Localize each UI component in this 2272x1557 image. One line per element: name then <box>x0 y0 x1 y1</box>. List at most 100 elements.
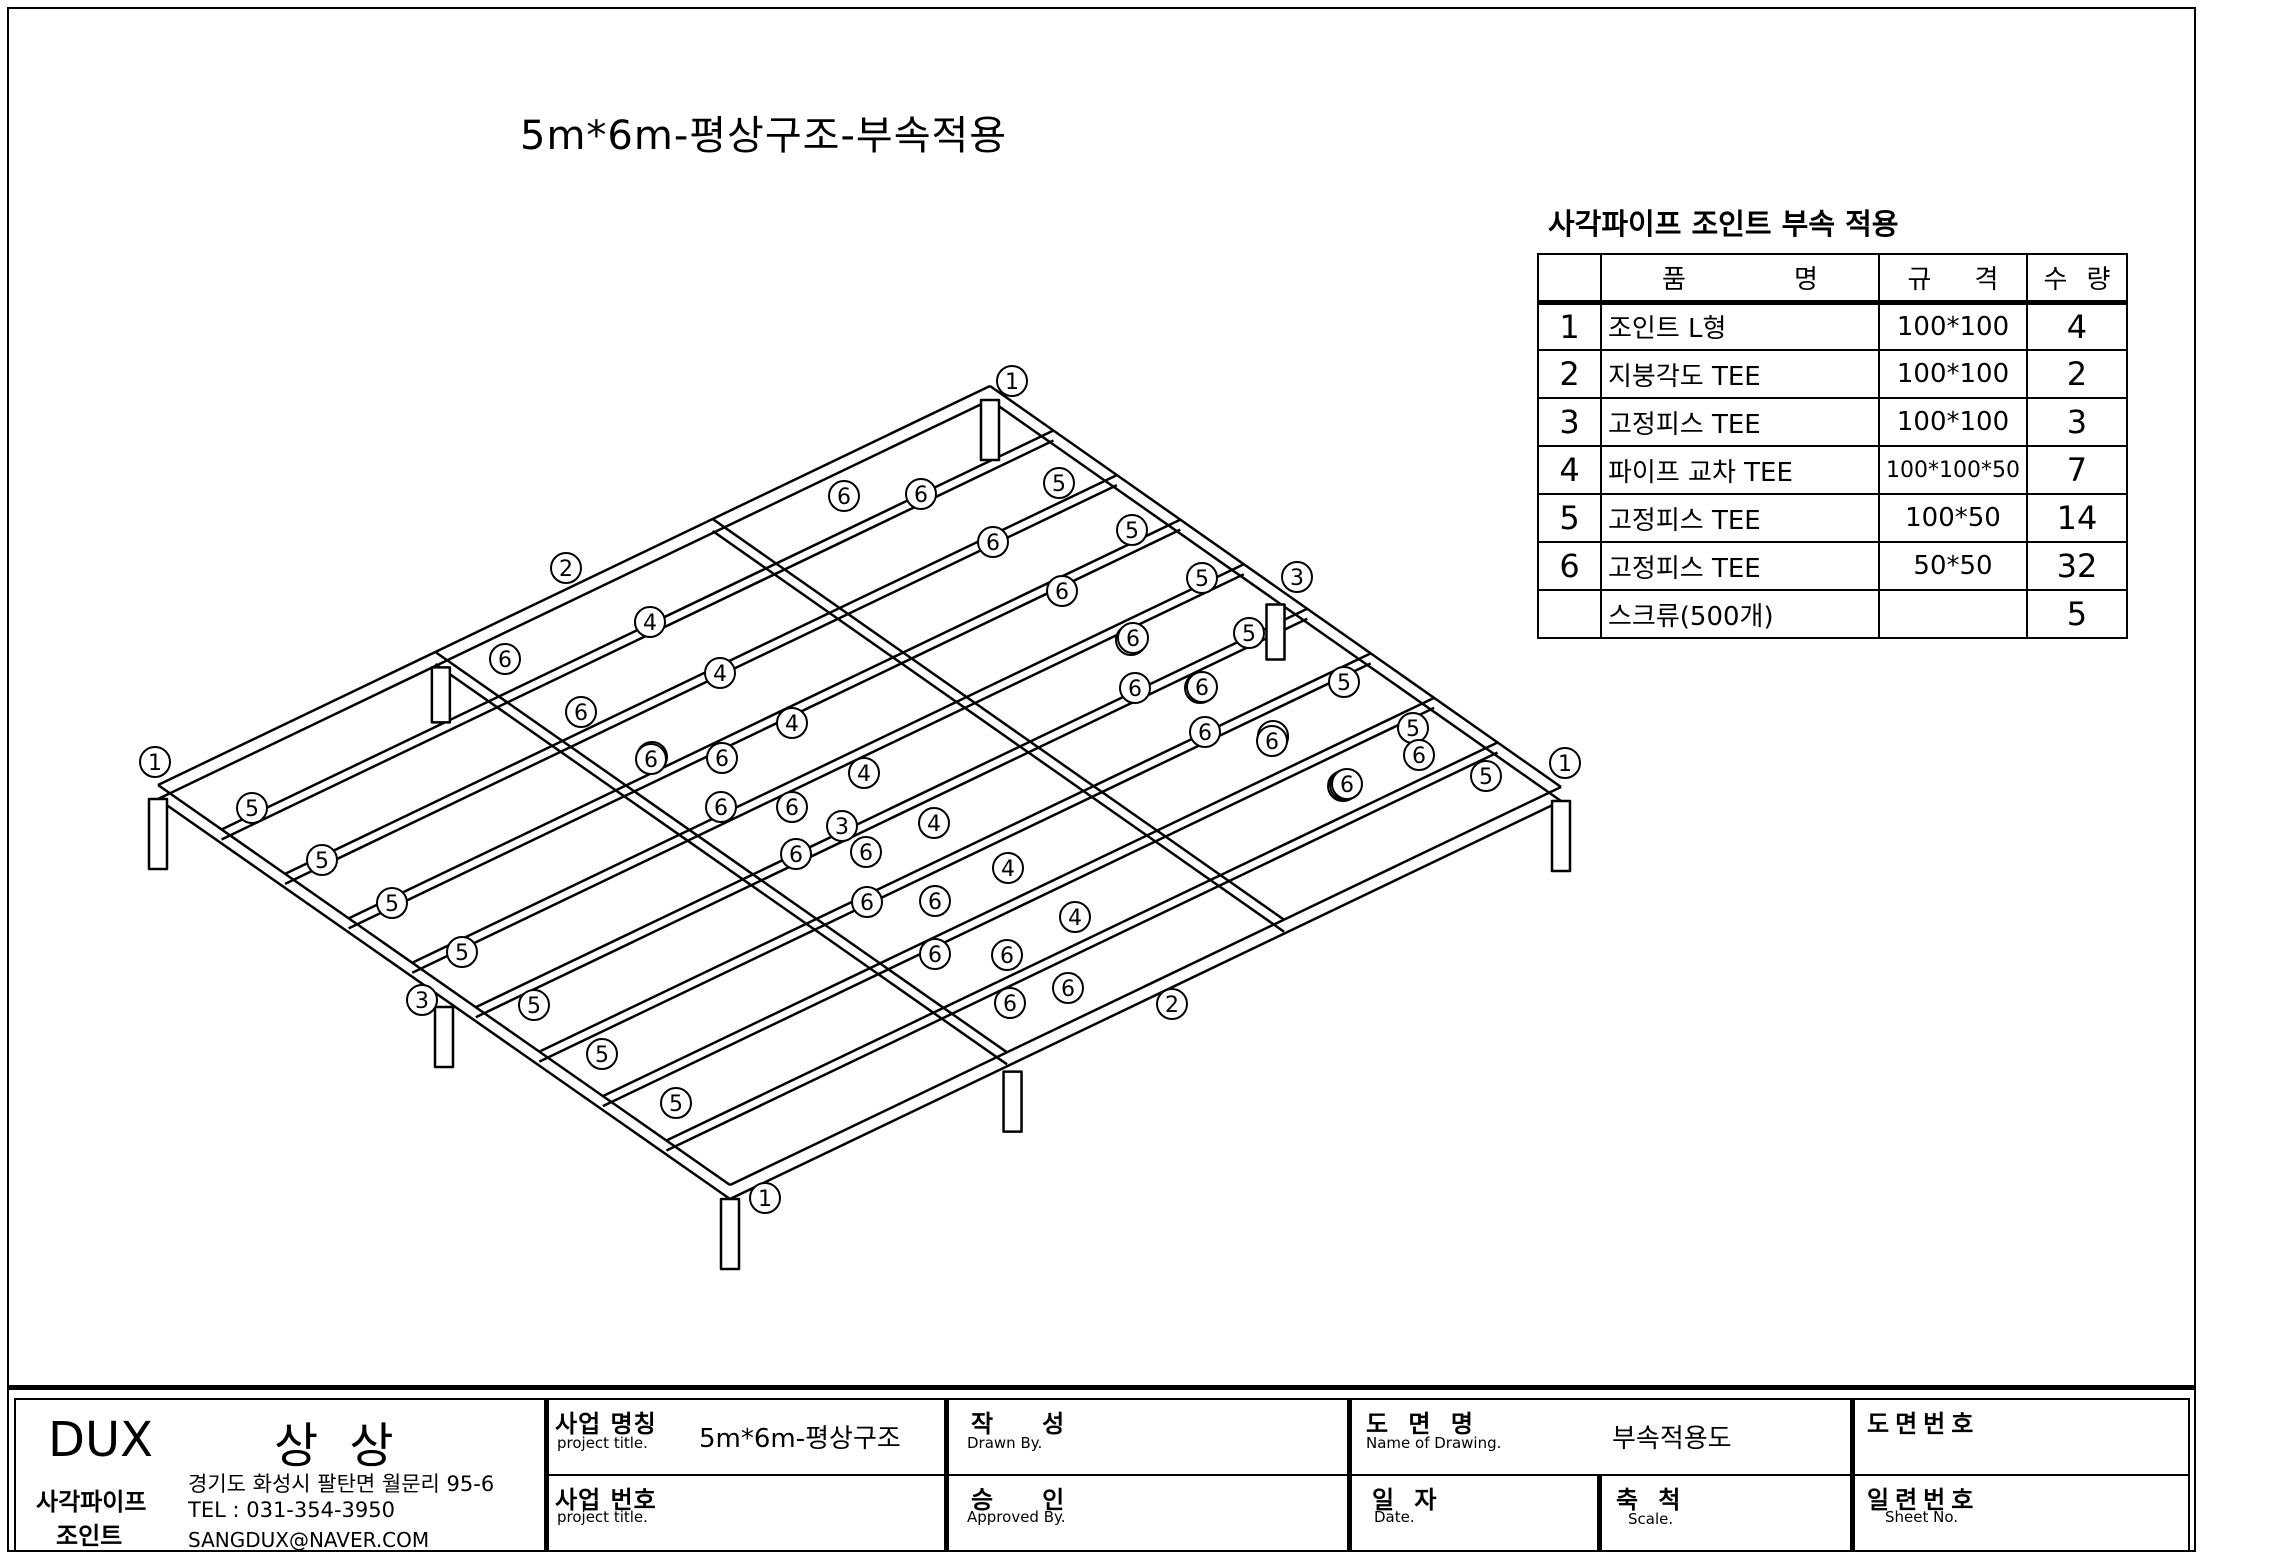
leg-back-right-mid <box>1265 603 1286 661</box>
svg-text:1: 1 <box>1558 752 1572 777</box>
rim-beam-front-right <box>729 785 1562 1187</box>
joist-7-lower <box>602 706 1435 1108</box>
svg-text:6: 6 <box>1000 944 1014 969</box>
joist-5 <box>475 607 1308 1009</box>
svg-text:5: 5 <box>1052 472 1066 497</box>
callout-6: 6 <box>1046 575 1078 607</box>
part-no: 6 <box>1537 541 1602 591</box>
cross-beam-2-lower <box>711 529 1285 933</box>
product-line-2: 조인트 <box>56 1522 123 1550</box>
part-name: 고정피스 TEE <box>1600 541 1880 591</box>
svg-text:5: 5 <box>1242 622 1256 647</box>
svg-text:2: 2 <box>1165 993 1179 1018</box>
svg-text:3: 3 <box>415 989 429 1014</box>
cross-beam-1 <box>434 650 1008 1054</box>
callout-6: 6 <box>489 643 521 675</box>
svg-text:5: 5 <box>1479 765 1493 790</box>
part-spec: 100*100*50 <box>1878 445 2028 495</box>
rim-beam-front-right-lower <box>729 799 1562 1201</box>
callout-6: 6 <box>991 939 1023 971</box>
svg-text:5: 5 <box>315 849 329 874</box>
svg-text:6: 6 <box>928 890 942 915</box>
callout-6: 6 <box>706 742 738 774</box>
callout-1: 1 <box>996 365 1028 397</box>
svg-text:5: 5 <box>1195 567 1209 592</box>
callout-3: 3 <box>1281 561 1313 593</box>
drawing-name-cell: 도 면 명 Name of Drawing. 부속적용도 <box>1347 1398 1852 1476</box>
svg-text:6: 6 <box>574 701 588 726</box>
callout-6: 6 <box>1331 768 1363 800</box>
svg-text:6: 6 <box>860 891 874 916</box>
part-no: 4 <box>1537 445 1602 495</box>
callout-4: 4 <box>776 707 808 739</box>
joist-8 <box>665 741 1499 1142</box>
cross-beam-1-lower <box>434 662 1008 1066</box>
callout-3: 3 <box>826 810 858 842</box>
rim-beam-back-right-lower <box>989 398 1562 803</box>
part-qty: 2 <box>2025 349 2128 399</box>
svg-text:6: 6 <box>1340 773 1354 798</box>
company-name: DUX <box>48 1412 153 1468</box>
svg-text:6: 6 <box>789 843 803 868</box>
rim-beam-front-left-lower <box>157 797 731 1201</box>
part-spec: 100*100 <box>1878 349 2028 399</box>
part-qty: 5 <box>2025 589 2128 639</box>
leg-right <box>1550 799 1572 873</box>
part-qty: 3 <box>2025 397 2128 447</box>
callout-4: 4 <box>704 657 736 689</box>
drawing-name-value: 부속적용도 <box>1612 1424 1732 1454</box>
svg-text:6: 6 <box>1195 676 1209 701</box>
callout-5: 5 <box>306 844 338 876</box>
callout-6: 6 <box>1403 739 1435 771</box>
callout-1: 1 <box>1549 747 1581 779</box>
project-name-value: 5m*6m-평상구조 <box>699 1424 901 1454</box>
drawn-by-cell: 작 성 Drawn By. <box>944 1398 1349 1476</box>
part-spec: 50*50 <box>1878 541 2028 591</box>
callout-5: 5 <box>1328 666 1360 698</box>
drawing-title: 5m*6m-평상구조-부속적용 <box>520 113 1008 159</box>
scale-cell: 축 척 Scale. <box>1597 1474 1852 1552</box>
svg-text:6: 6 <box>644 748 658 773</box>
part-name: 스크류(500개) <box>1600 589 1880 639</box>
svg-text:1: 1 <box>148 751 162 776</box>
svg-text:5: 5 <box>527 994 541 1019</box>
callout-2: 2 <box>1156 988 1188 1020</box>
joist-5-lower <box>475 617 1308 1019</box>
part-spec: 100*100 <box>1878 397 2028 447</box>
svg-text:6: 6 <box>837 485 851 510</box>
rim-beam-back-right <box>989 384 1562 789</box>
callout-4: 4 <box>848 757 880 789</box>
callout-6: 6 <box>977 526 1009 558</box>
company-tel: TEL : 031-354-3950 <box>188 1498 395 1522</box>
svg-text:5: 5 <box>1337 671 1351 696</box>
project-name-cell: 사업 명칭 project title. 5m*6m-평상구조 <box>544 1398 946 1476</box>
product-line-1: 사각파이프 <box>36 1488 147 1516</box>
part-name: 파이프 교차 TEE <box>1600 445 1880 495</box>
parts-table-title: 사각파이프 조인트 부속 적용 <box>1548 207 1899 241</box>
callout-6: 6 <box>905 478 937 510</box>
leg-front-left-mid <box>433 1005 455 1069</box>
svg-text:6: 6 <box>1055 580 1069 605</box>
callout-1: 1 <box>139 746 171 778</box>
svg-text:6: 6 <box>1198 721 1212 746</box>
svg-text:6: 6 <box>1061 977 1075 1002</box>
callout-3: 3 <box>406 984 438 1016</box>
part-qty: 7 <box>2025 445 2128 495</box>
leg-back <box>979 398 1001 462</box>
svg-text:5: 5 <box>245 797 259 822</box>
callout-4: 4 <box>634 606 666 638</box>
callout-2: 2 <box>550 552 582 584</box>
part-qty: 14 <box>2025 493 2128 543</box>
part-no: 1 <box>1537 301 1602 351</box>
svg-text:4: 4 <box>927 812 941 837</box>
svg-text:6: 6 <box>1126 627 1140 652</box>
callout-6: 6 <box>565 696 597 728</box>
svg-text:5: 5 <box>455 941 469 966</box>
svg-text:4: 4 <box>785 712 799 737</box>
